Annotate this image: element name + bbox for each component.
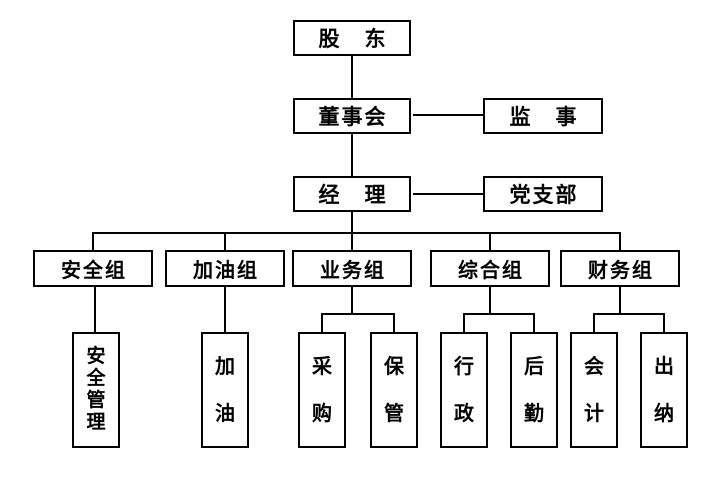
connector-bus-refuel-group — [224, 232, 226, 250]
node-business-group-label: 业务组 — [320, 258, 386, 282]
node-manager: 经 理 — [293, 176, 411, 212]
node-safety-group: 安全组 — [33, 250, 153, 287]
connector-finance-group-stem — [619, 287, 621, 314]
node-business-group: 业务组 — [292, 250, 412, 287]
connector-general-group-bar — [463, 313, 535, 315]
node-storage-label: 保管 — [384, 354, 404, 425]
node-supervisor: 监 事 — [483, 98, 603, 134]
node-logistics-label: 后勤 — [524, 354, 544, 425]
node-safety-management-label: 安全管理 — [86, 345, 106, 433]
connector-finance-accounting — [593, 313, 595, 332]
connector-business-group-stem — [351, 287, 353, 314]
node-finance-group: 财务组 — [560, 250, 680, 287]
node-cashier-label: 出纳 — [654, 354, 674, 425]
connector-business-storage — [393, 313, 395, 332]
connector-bus-safety-group — [92, 232, 94, 250]
node-logistics: 后勤 — [510, 332, 558, 448]
node-board-label: 董事会 — [318, 104, 388, 129]
node-purchasing-label: 采购 — [312, 354, 332, 425]
connector-finance-group-bar — [593, 313, 665, 315]
connector-general-logistics — [533, 313, 535, 332]
node-refuel: 加油 — [201, 332, 249, 448]
node-refuel-label: 加油 — [215, 354, 235, 425]
node-party-branch: 党支部 — [483, 176, 603, 212]
node-general-group-label: 综合组 — [458, 258, 524, 282]
node-shareholders-label: 股 东 — [318, 26, 388, 51]
node-refuel-group-label: 加油组 — [193, 258, 259, 282]
connector-bus-finance-group — [619, 232, 621, 250]
connector-manager-bus — [351, 212, 353, 250]
node-party-branch-label: 党支部 — [509, 182, 579, 207]
connector-refuel-group-child — [224, 287, 226, 332]
node-accounting-label: 会计 — [584, 354, 604, 425]
node-finance-group-label: 财务组 — [588, 258, 654, 282]
connector-board-manager — [351, 134, 353, 176]
connector-safety-group-child — [94, 287, 96, 332]
node-administration: 行政 — [440, 332, 488, 448]
connector-shareholders-board — [351, 55, 353, 98]
connector-business-purchasing — [321, 313, 323, 332]
node-safety-management: 安全管理 — [72, 332, 120, 448]
node-manager-label: 经 理 — [318, 182, 388, 207]
connector-business-group-bar — [321, 313, 395, 315]
connector-finance-cashier — [663, 313, 665, 332]
connector-board-supervisor — [413, 114, 483, 116]
node-accounting: 会计 — [570, 332, 618, 448]
node-general-group: 综合组 — [430, 250, 550, 287]
connector-bus-general-group — [489, 232, 491, 250]
connector-general-group-stem — [489, 287, 491, 314]
node-cashier: 出纳 — [640, 332, 688, 448]
node-board: 董事会 — [293, 98, 411, 134]
node-storage: 保管 — [370, 332, 418, 448]
connector-general-administration — [463, 313, 465, 332]
connector-bus-bar — [92, 232, 621, 234]
node-refuel-group: 加油组 — [165, 250, 285, 287]
node-safety-group-label: 安全组 — [61, 258, 127, 282]
node-administration-label: 行政 — [454, 354, 474, 425]
connector-manager-party-branch — [413, 193, 483, 195]
node-supervisor-label: 监 事 — [509, 104, 579, 129]
node-shareholders: 股 东 — [293, 20, 411, 56]
node-purchasing: 采购 — [298, 332, 346, 448]
